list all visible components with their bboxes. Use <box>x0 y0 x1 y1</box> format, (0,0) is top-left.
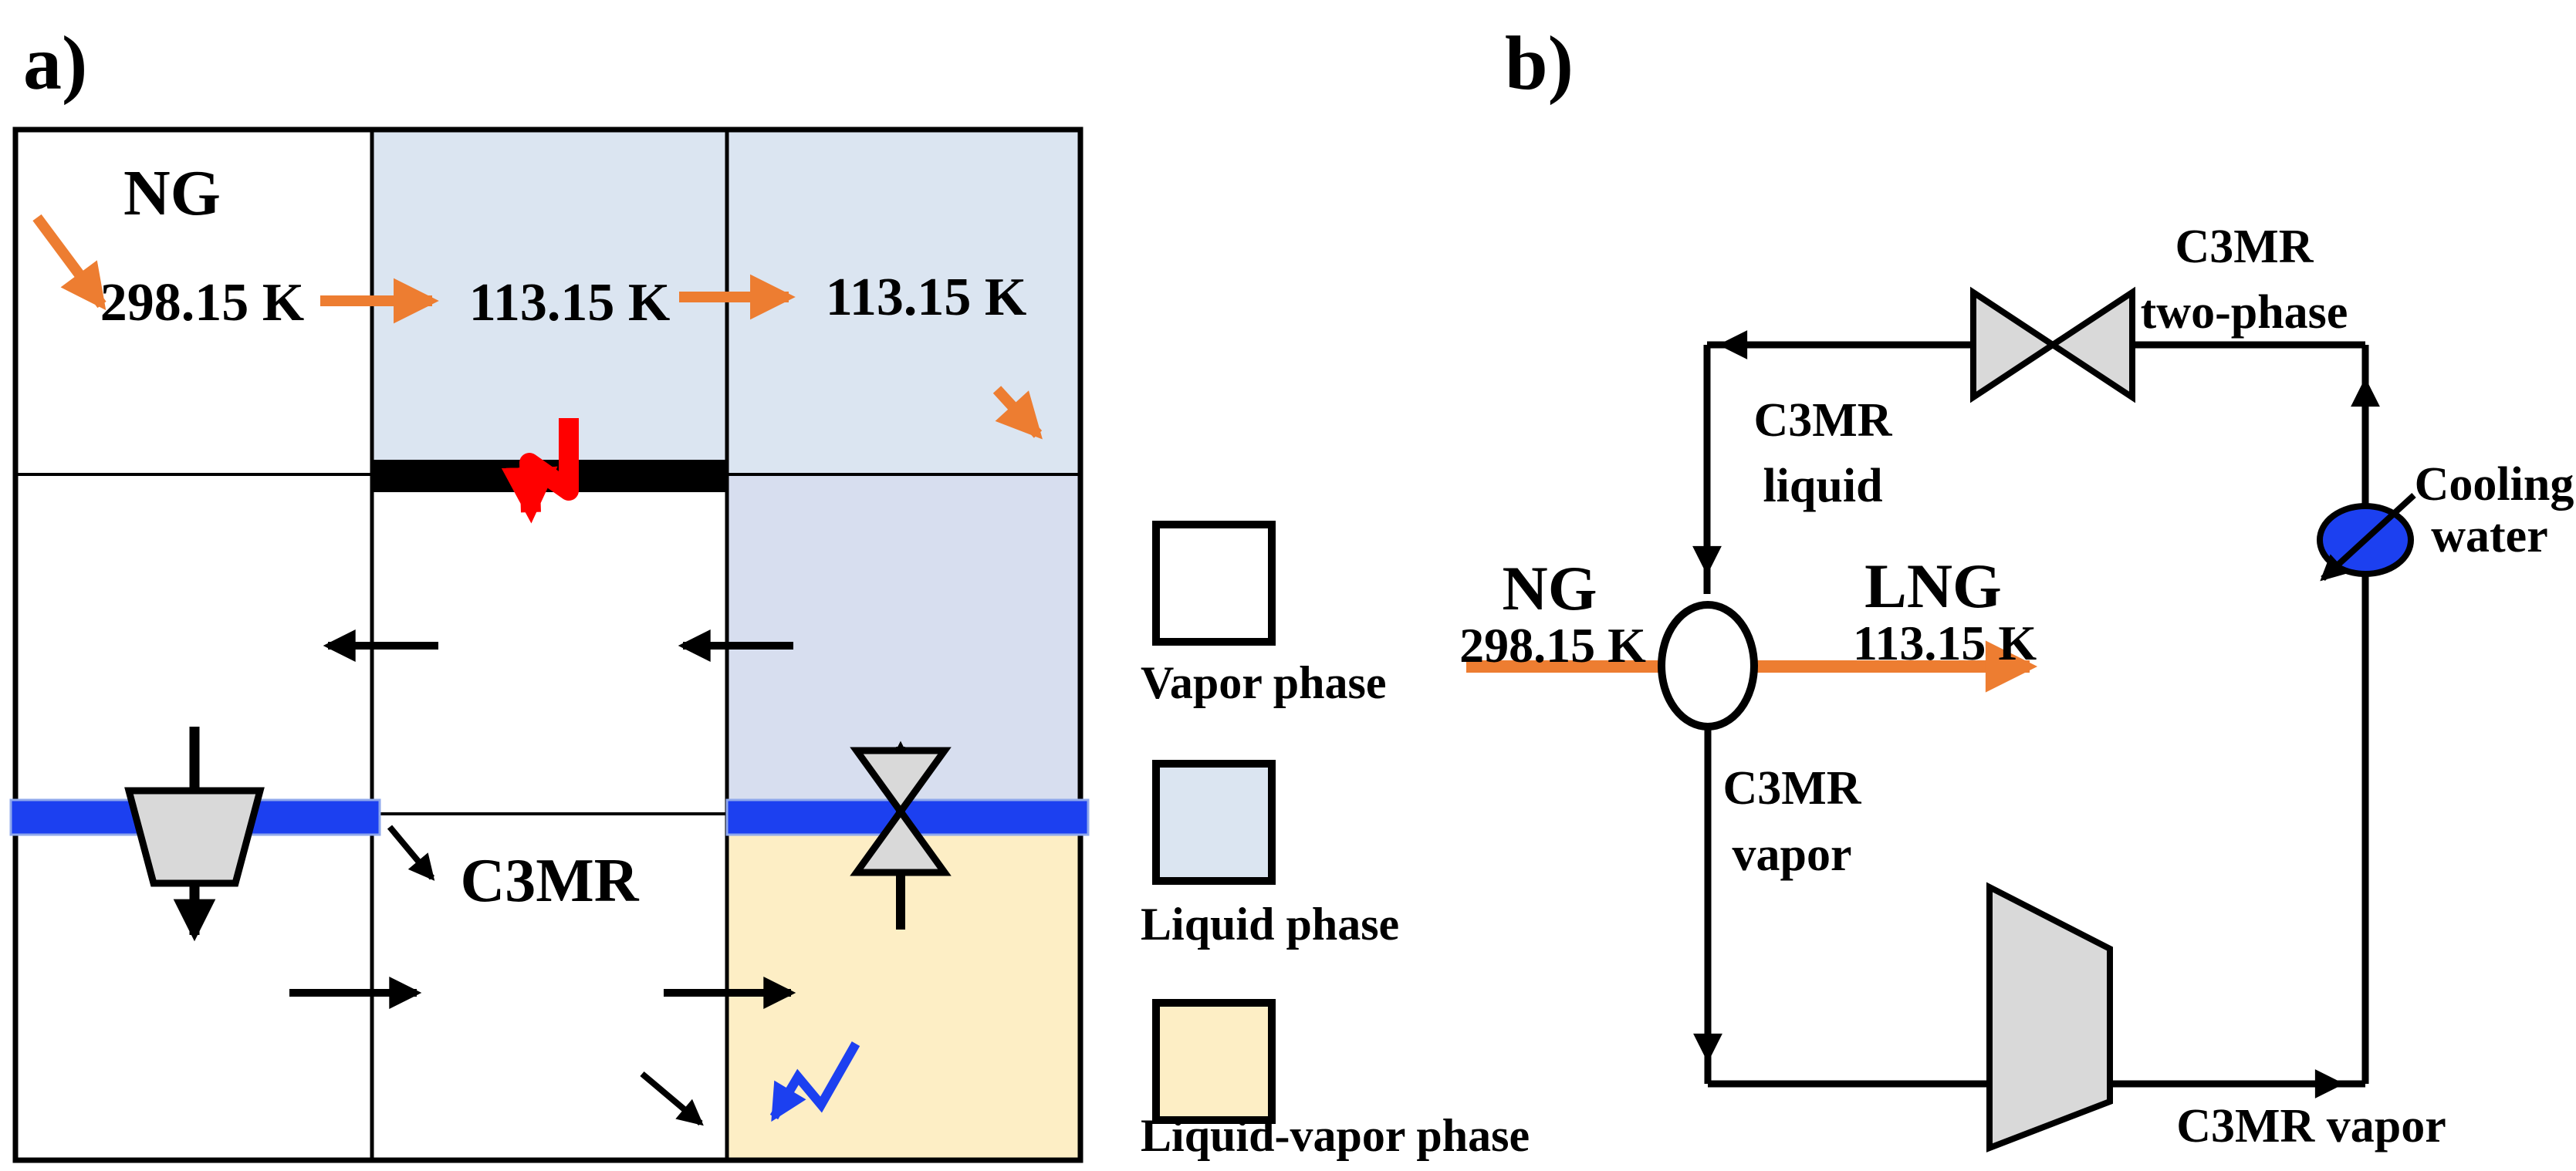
ng-inlet-arrow-icon <box>32 214 106 311</box>
lng-outlet-arrow-icon <box>992 386 1043 440</box>
grid-border <box>12 127 1083 1163</box>
panel-b: b) NG 298.15 K LNG 113.15 K C3MR liquid … <box>1459 20 2574 1152</box>
legend-label-liquid-vapor: Liquid-vapor phase <box>1141 1110 1530 1161</box>
panel-a: a) NG 298.15 K 113.15 K 113.15 K C3MR <box>9 20 1090 1163</box>
outlet-temp-label: 113.15 K <box>826 268 1027 327</box>
jt-valve-right-triangle-icon <box>2047 286 2135 403</box>
c3mr-vapor-bottom-label: C3MR vapor <box>2176 1100 2446 1152</box>
valve-lower-triangle-icon <box>850 805 952 876</box>
cooling-water-arrow-icon <box>2320 493 2416 582</box>
two-phase-pointer-arrow-icon <box>640 1071 704 1126</box>
c3mr-liquid-label-line2: liquid <box>1763 460 1882 512</box>
valve-upper-triangle-icon <box>850 747 952 818</box>
c3mr-label: C3MR <box>460 847 639 915</box>
c3mr-two-phase-label-line2: two-phase <box>2141 286 2348 339</box>
heat-flow-zigzag-arrow-icon <box>501 418 579 524</box>
mid-temp-label: 113.15 K <box>469 273 671 332</box>
cooling-water-label-line2: water <box>2431 510 2547 562</box>
c3mr-vapor-side-label-line2: vapor <box>1733 828 1852 881</box>
panel-a-label: a) <box>23 20 87 106</box>
legend: Vapor phase Liquid phase Liquid-vapor ph… <box>1141 521 1530 1161</box>
b-ng-temp-label: 298.15 K <box>1459 618 1646 673</box>
legend-label-liquid: Liquid phase <box>1141 899 1399 950</box>
legend-swatch-liquid <box>1152 760 1276 885</box>
cooling-water-label-line1: Cooling <box>2415 458 2574 511</box>
ng-label: NG <box>123 157 221 229</box>
legend-swatch-vapor <box>1152 521 1276 646</box>
inlet-temp-label: 298.15 K <box>100 273 304 332</box>
b-ng-label: NG <box>1503 553 1597 623</box>
expansion-zigzag-arrow-icon <box>769 1041 860 1122</box>
legend-label-vapor: Vapor phase <box>1141 657 1386 708</box>
c3mr-pointer-arrow-icon <box>387 825 435 881</box>
main-heat-exchanger-icon <box>1658 601 1758 731</box>
c3mr-two-phase-label-line1: C3MR <box>2175 221 2314 273</box>
panel-b-label: b) <box>1505 20 1574 106</box>
c3mr-liquid-label-line1: C3MR <box>1753 394 1892 447</box>
legend-swatch-liquid-vapor <box>1152 999 1276 1124</box>
c3mr-vapor-side-label-line1: C3MR <box>1722 762 1861 815</box>
b-lng-temp-label: 113.15 K <box>1853 616 2037 670</box>
b-lng-label: LNG <box>1864 551 2002 621</box>
jt-valve-left-triangle-icon <box>1970 286 2059 403</box>
compressor-icon <box>124 787 265 887</box>
cycle-compressor-icon <box>1986 882 2113 1152</box>
